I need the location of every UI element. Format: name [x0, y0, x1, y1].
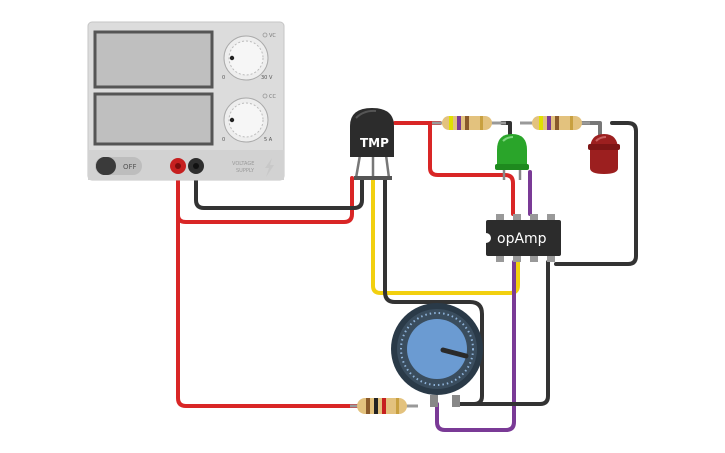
- wire-purple-pot-to-opamp[interactable]: [435, 260, 516, 432]
- current-display: [93, 92, 214, 146]
- wire-black-psu-to-tmp[interactable]: [194, 166, 364, 210]
- sensor-body: [350, 108, 394, 157]
- current-knob[interactable]: [223, 97, 269, 143]
- positive-terminal[interactable]: [170, 158, 186, 174]
- sensor-highlight: [355, 109, 377, 119]
- wire-yellow-tmp-to-opamp[interactable]: [371, 176, 520, 295]
- wire-black-opamp-to-pot[interactable]: [458, 260, 550, 406]
- wire-red-psu-to-resistor[interactable]: [176, 166, 362, 408]
- negative-terminal[interactable]: [188, 158, 204, 174]
- voltage-display: [93, 30, 214, 89]
- green-led[interactable]: [495, 134, 529, 180]
- brand-line-1: VOLTAGE: [232, 161, 254, 167]
- cc-indicator-icon: [262, 93, 268, 99]
- power-toggle-label: OFF: [123, 163, 137, 171]
- current-mode-label: CC: [269, 94, 276, 100]
- voltage-knob[interactable]: [223, 35, 269, 81]
- voltage-mode-label: VC: [269, 33, 276, 39]
- potentiometer[interactable]: [391, 303, 483, 407]
- voltage-knob-max-label: 30 V: [261, 75, 273, 81]
- current-knob-indicator: [229, 117, 235, 123]
- resistor-3[interactable]: [350, 398, 418, 414]
- voltage-knob-indicator: [229, 55, 235, 61]
- current-knob-max-label: 5 A: [264, 137, 273, 143]
- current-knob-min-label: 0: [222, 137, 225, 143]
- sensor-label: TMP: [360, 136, 389, 150]
- potentiometer-knob[interactable]: [407, 319, 467, 379]
- resistor-2[interactable]: [520, 116, 590, 130]
- resistor-1[interactable]: [432, 116, 506, 130]
- op-amp-notch: [481, 233, 491, 243]
- sensor-leg-pads: [354, 176, 392, 180]
- lightning-icon: [265, 158, 274, 177]
- vc-indicator-icon: [262, 32, 268, 38]
- power-toggle[interactable]: OFF: [95, 157, 142, 175]
- potentiometer-pointer: [440, 347, 469, 359]
- wire-black-led-to-opamp[interactable]: [554, 121, 638, 266]
- wire-red-tmp-to-opamp[interactable]: [428, 121, 515, 216]
- op-amp-chip[interactable]: opAmp: [481, 214, 561, 262]
- brand-line-2: SUPPLY: [236, 168, 255, 174]
- voltage-knob-min-label: 0: [222, 75, 225, 81]
- power-supply[interactable]: 0 30 V VC 0 5 A CC OFF VOLTAGE: [87, 21, 285, 181]
- op-amp-label: opAmp: [497, 231, 547, 247]
- op-amp-body: [486, 220, 561, 256]
- red-led[interactable]: [588, 134, 620, 174]
- temperature-sensor[interactable]: TMP: [350, 108, 394, 180]
